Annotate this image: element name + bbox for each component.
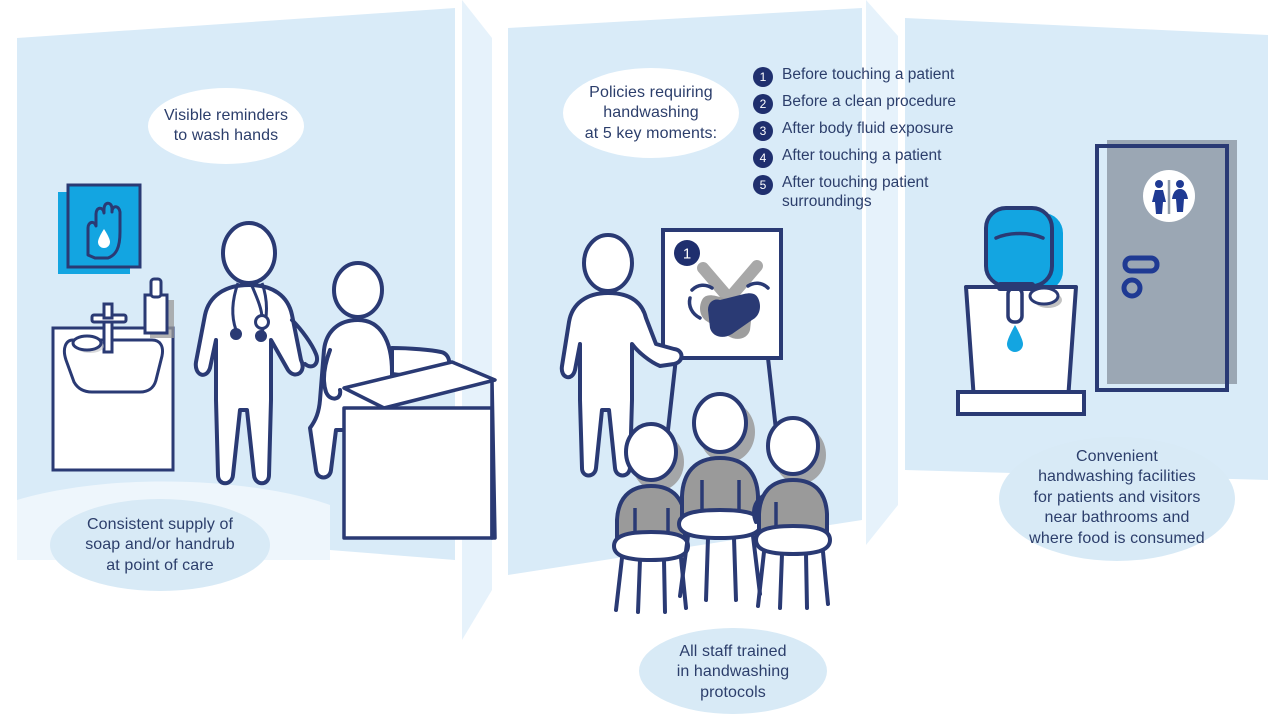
doctor-with-stethoscope-icon bbox=[193, 221, 319, 486]
droplet-icon bbox=[1007, 325, 1023, 352]
moment-label: After touching patient surroundings bbox=[782, 174, 929, 211]
dispenser-icon bbox=[143, 277, 174, 338]
moment-item: 3 After body fluid exposure bbox=[753, 119, 953, 141]
fold-sliver-right bbox=[866, 0, 898, 545]
moment-number-badge: 4 bbox=[753, 148, 773, 168]
speech-bubbles bbox=[50, 68, 1235, 714]
visible-reminders-bubble bbox=[148, 88, 304, 164]
door-icon bbox=[1095, 140, 1237, 392]
bed-icon bbox=[342, 360, 497, 540]
moment-item: 2 Before a clean procedure bbox=[753, 92, 956, 114]
moment-number-badge: 2 bbox=[753, 94, 773, 114]
consistent-supply-bubble bbox=[50, 499, 270, 591]
stool-icon bbox=[677, 508, 763, 602]
moment-number-badge: 1 bbox=[753, 67, 773, 87]
policies-bubble bbox=[563, 68, 739, 158]
moment-label: Before touching a patient bbox=[782, 66, 955, 83]
lock-icon bbox=[1121, 277, 1143, 299]
fold-sliver-left bbox=[462, 0, 492, 640]
moment-number-badge: 3 bbox=[753, 121, 773, 141]
sink-icon bbox=[51, 302, 175, 472]
easel-board-icon: 1 bbox=[661, 228, 783, 432]
convenient-facilities-bubble bbox=[999, 437, 1235, 561]
moment-item: 5 After touching patient surroundings bbox=[753, 173, 987, 212]
moment-label: Before a clean procedure bbox=[782, 93, 957, 110]
seated-trainees bbox=[612, 392, 832, 614]
right-scene bbox=[956, 140, 1237, 416]
stethoscope-icon bbox=[230, 282, 270, 342]
left-scene bbox=[51, 183, 497, 540]
moment-item: 4 After touching a patient bbox=[753, 146, 941, 168]
moment-item: 1 Before touching a patient bbox=[753, 65, 954, 87]
water-tank-sink-icon bbox=[956, 206, 1086, 416]
interlocking-hands-icon bbox=[687, 260, 770, 339]
poster-frame bbox=[66, 183, 142, 269]
seated-person-icon bbox=[680, 392, 760, 526]
stool-icon bbox=[754, 524, 832, 610]
moment-number-badge: 5 bbox=[753, 175, 773, 195]
moment-label: After touching a patient bbox=[782, 147, 942, 164]
stool-icon bbox=[612, 530, 690, 614]
handle-icon bbox=[1122, 255, 1160, 274]
staff-trained-bubble bbox=[639, 628, 827, 714]
moment-label: After body fluid exposure bbox=[782, 120, 954, 137]
svg-text:1: 1 bbox=[683, 246, 691, 263]
standing-presenter-icon bbox=[559, 233, 684, 478]
center-scene: 1 bbox=[559, 228, 832, 614]
hand-with-droplet-icon bbox=[86, 201, 122, 260]
